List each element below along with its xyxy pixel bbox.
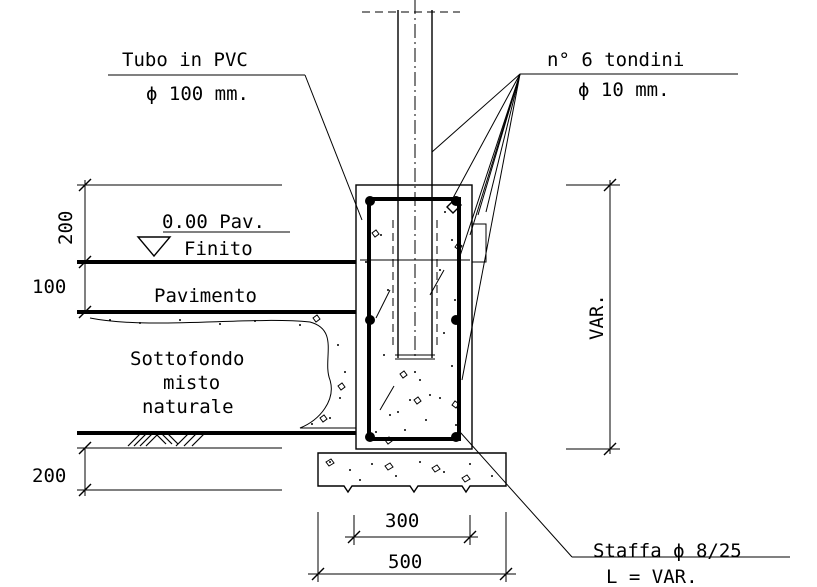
rebars-label: n° 6 tondini — [547, 49, 684, 71]
dim-200-bottom: 200 — [32, 465, 66, 487]
rebar-dot — [365, 432, 375, 442]
subfloor-fill — [89, 314, 356, 429]
rebars — [365, 196, 461, 442]
subfloor-label-1: Sottofondo — [130, 348, 244, 370]
floor-layers — [77, 184, 356, 491]
var-dimension — [566, 178, 620, 456]
pvc-pipe-diameter: ϕ 100 mm. — [146, 83, 249, 105]
subfloor-label-3: naturale — [142, 396, 234, 418]
concrete-texture — [365, 209, 457, 433]
pavement-label: Pavimento — [154, 285, 257, 307]
ground-hatch — [127, 433, 205, 447]
finished-floor-sublabel: Finito — [184, 238, 253, 260]
pipe-sleeve — [360, 220, 470, 350]
rebar-dot — [451, 196, 461, 206]
dim-200-top: 200 — [55, 211, 77, 245]
rebar-dot — [451, 432, 461, 442]
stirrup-length: L = VAR. — [606, 566, 698, 587]
pvc-pipe — [362, 0, 460, 360]
dim-500: 500 — [388, 551, 422, 573]
rebar-dot — [365, 315, 375, 325]
level-triangle-icon — [136, 236, 172, 258]
rebar-dot — [451, 315, 461, 325]
dim-300: 300 — [385, 510, 419, 532]
dim-100: 100 — [32, 276, 66, 298]
var-dimension-label: VAR. — [586, 294, 608, 340]
rebar-dot — [365, 196, 375, 206]
stirrup-label: Staffa ϕ 8/25 — [593, 540, 742, 562]
leader-lines — [108, 73, 790, 558]
bottom-dimensions — [308, 512, 516, 582]
rebars-diameter: ϕ 10 mm. — [578, 79, 670, 101]
subfloor-label-2: misto — [163, 372, 220, 394]
pvc-pipe-label: Tubo in PVC — [122, 49, 248, 71]
concrete-plinth — [355, 184, 487, 450]
left-dimension-chain — [78, 178, 92, 497]
finished-floor-label: 0.00 Pav. — [162, 211, 265, 233]
footing — [317, 452, 507, 494]
